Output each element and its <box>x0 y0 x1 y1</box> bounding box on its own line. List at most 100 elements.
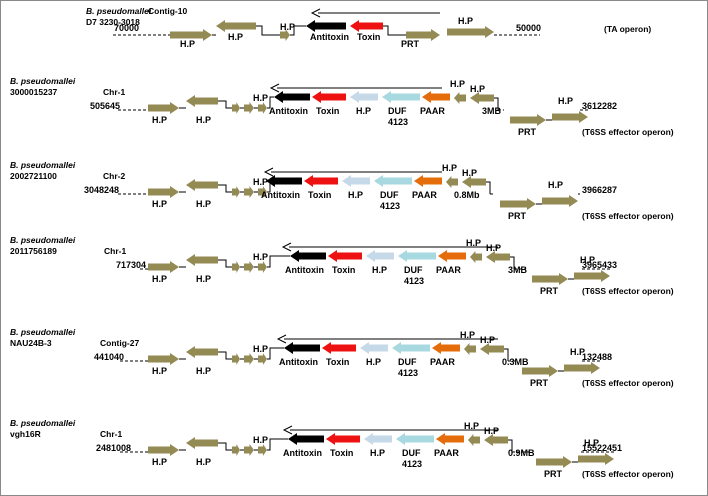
hp-gene <box>360 342 388 354</box>
gene-label-hp: H.P <box>196 274 211 284</box>
gene-label-hp: H.P <box>460 330 475 340</box>
hp-gene <box>148 261 179 273</box>
hp-gene <box>470 251 482 263</box>
gap-length-label: 0.8Mb <box>454 190 480 200</box>
hp-gene <box>258 353 267 365</box>
hp-gene <box>232 186 240 198</box>
species-label: B. pseudomallei <box>10 160 76 170</box>
gene-label-hp: H.P <box>580 255 595 265</box>
direction-arrowhead <box>282 425 293 435</box>
strain-label: 2011756189 <box>10 246 57 256</box>
hp-gene <box>258 186 267 198</box>
gene-label-prt: PRT <box>518 127 537 137</box>
gene-label-hp: H.P <box>253 177 268 187</box>
contig-label: Chr-2 <box>103 171 125 181</box>
genome-line <box>508 439 513 452</box>
genome-line <box>218 442 232 451</box>
gap-length-label: 3MB <box>508 265 528 275</box>
strain-label: 2002721100 <box>10 171 57 181</box>
strain-label: vgh16R <box>10 429 41 439</box>
toxin-gene <box>328 250 362 262</box>
gene-label-hp: H.P <box>462 168 477 178</box>
gene-label-duf-number: 4123 <box>398 368 418 378</box>
hp-gene <box>486 251 510 263</box>
gene-label-hp: H.P <box>180 39 195 49</box>
gene-label-hp: H.P <box>280 22 295 32</box>
gene-label-prt: PRT <box>544 469 563 479</box>
genome-line <box>218 184 232 193</box>
hp-gene <box>480 343 504 355</box>
species-label: B. pseudomallei <box>86 6 152 16</box>
hp-gene <box>244 261 254 273</box>
toxin-gene <box>312 91 346 103</box>
end-coordinate: 15522451 <box>582 443 622 453</box>
direction-arrowhead <box>263 167 274 177</box>
gene-label-hp: H.P <box>228 32 243 42</box>
gene-label-toxin: Toxin <box>332 265 355 275</box>
antitoxin-gene <box>274 91 310 103</box>
hp-gene <box>574 270 610 282</box>
gene-label-hp: H.P <box>584 438 599 448</box>
hp-gene <box>564 362 600 374</box>
paar-gene <box>422 91 450 103</box>
gene-label-duf: DUF <box>402 448 421 458</box>
antitoxin-gene <box>306 20 346 32</box>
genome-line <box>256 25 280 36</box>
gene-label-hp: H.P <box>366 357 381 367</box>
gene-label-hp: H.P <box>348 190 363 200</box>
genome-line <box>218 100 232 109</box>
direction-arrowhead <box>269 83 280 93</box>
genome-line <box>486 181 491 194</box>
gene-label-duf: DUF <box>388 106 407 116</box>
duf4123-gene <box>398 250 436 262</box>
gene-label-hp: H.P <box>253 435 268 445</box>
duf4123-gene <box>374 175 412 187</box>
genome-line <box>218 351 232 360</box>
gene-label-paar: PAAR <box>420 106 445 116</box>
operon-type-label: (TA operon) <box>604 24 651 34</box>
genome-line <box>267 96 274 109</box>
gene-label-hp: H.P <box>458 16 473 26</box>
duf4123-gene <box>382 91 420 103</box>
hp-gene <box>364 433 392 445</box>
gene-label-toxin: Toxin <box>330 448 353 458</box>
end-coordinate: 3966287 <box>582 185 617 195</box>
gene-label-hp: H.P <box>253 344 268 354</box>
end-coordinate: 50000 <box>516 23 541 33</box>
gene-label-prt: PRT <box>401 39 420 49</box>
paar-gene <box>414 175 442 187</box>
antitoxin-gene <box>290 250 326 262</box>
gene-label-paar: PAAR <box>430 357 455 367</box>
gene-label-hp: H.P <box>356 106 371 116</box>
gene-label-hp: H.P <box>464 421 479 431</box>
prt-gene <box>406 29 440 41</box>
contig-label: Contig-10 <box>148 6 187 16</box>
gene-label-prt: PRT <box>508 211 527 221</box>
species-label: B. pseudomallei <box>10 327 76 337</box>
paar-gene <box>436 433 464 445</box>
hp-gene <box>244 353 254 365</box>
gene-label-duf-number: 4123 <box>402 459 422 469</box>
operon-type-label: (T6SS effector operon) <box>582 469 674 479</box>
contig-label: Chr-1 <box>100 429 122 439</box>
gene-label-hp: H.P <box>558 96 573 106</box>
antitoxin-gene <box>266 175 302 187</box>
hp-gene <box>446 176 458 188</box>
genome-line <box>504 348 509 361</box>
hp-gene <box>258 261 267 273</box>
gene-label-hp: H.P <box>442 163 457 173</box>
genome-line <box>494 97 499 110</box>
species-label: B. pseudomallei <box>10 76 76 86</box>
gap-length-label: 3MB <box>482 106 502 116</box>
toxin-gene <box>350 20 383 32</box>
gene-label-antitoxin: Antitoxin <box>285 265 324 275</box>
operon-type-label: (T6SS effector operon) <box>582 211 674 221</box>
gene-label-paar: PAAR <box>434 448 459 458</box>
start-coordinate: 3048248 <box>84 185 119 195</box>
gene-label-hp: H.P <box>152 115 167 125</box>
